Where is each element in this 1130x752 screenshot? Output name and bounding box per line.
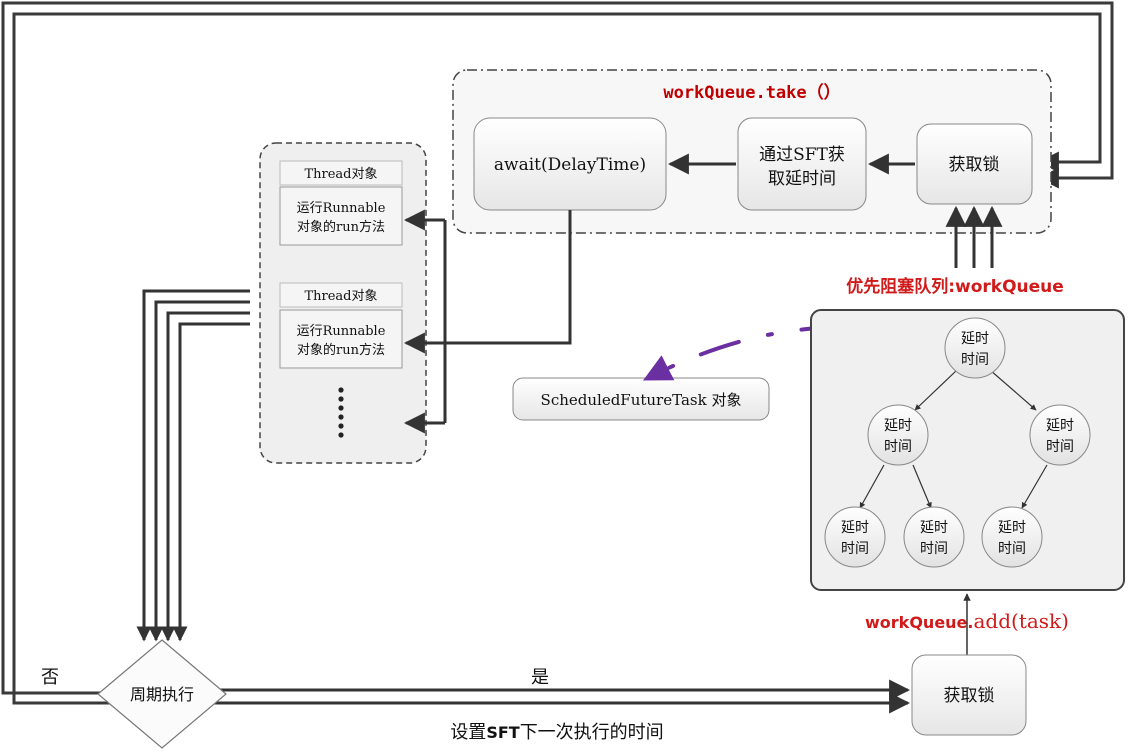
add-task-label: workQueue.add(task) <box>865 609 1069 633</box>
bottom-note-part1: 设置 <box>450 722 486 743</box>
queue-label: 优先阻塞队列:workQueue <box>846 276 1064 297</box>
scheduled-future-task-box: ScheduledFutureTask 对象 <box>512 377 770 421</box>
thread1-body-line1: 运行Runnable <box>297 201 386 216</box>
lock-bottom-label: 获取锁 <box>944 686 995 706</box>
heap-node-text: 延时 <box>998 520 1026 536</box>
heap-node-right-left: 延时 时间 <box>981 506 1043 568</box>
heap-node-text: 时间 <box>920 541 948 557</box>
thread2-body-line1: 运行Runnable <box>297 324 386 339</box>
decision-diamond: 周期执行 <box>97 639 227 749</box>
lock-top-label: 获取锁 <box>949 155 1000 175</box>
bottom-note-bold: SFT <box>486 723 519 742</box>
heap-node-text: 延时 <box>841 520 869 536</box>
await-to-threads-connector <box>403 209 572 434</box>
sft-label-line1: 通过SFT获 <box>759 145 845 165</box>
decision-yes-connector <box>210 679 911 714</box>
heap-node-text: 延时 <box>884 418 912 434</box>
heap-node-text: 延时 <box>961 331 989 347</box>
thread2-header: Thread对象 <box>304 289 377 304</box>
decision-no-label: 否 <box>41 667 59 688</box>
heap-edges <box>859 369 1048 509</box>
heap-node-right: 延时 时间 <box>1029 404 1091 466</box>
heap-node-left-right: 延时 时间 <box>903 506 965 568</box>
thread1-header: Thread对象 <box>304 167 377 182</box>
add-task-prefix: workQueue. <box>865 613 973 632</box>
heap-node-left: 延时 时间 <box>867 404 929 466</box>
heap-node-text: 时间 <box>998 541 1026 557</box>
add-task-suffix: add(task) <box>973 609 1068 633</box>
threads-to-decision-connector <box>136 289 250 642</box>
heap-node-root: 延时 时间 <box>944 317 1006 379</box>
queue-to-lock-arrows <box>945 205 1003 268</box>
bottom-note: 设置SFT下一次执行的时间 <box>450 722 663 743</box>
thread-card-2: Thread对象 运行Runnable 对象的run方法 <box>279 282 403 369</box>
heap-node-text: 时间 <box>841 541 869 557</box>
task-object-label: ScheduledFutureTask 对象 <box>541 391 742 409</box>
decision-label: 周期执行 <box>130 685 194 704</box>
heap-node-text: 时间 <box>884 439 912 455</box>
heap-node-text: 时间 <box>961 352 989 368</box>
decision-yes-label: 是 <box>531 667 549 688</box>
priority-queue-box <box>810 309 1125 591</box>
heap-node-text: 时间 <box>1046 439 1074 455</box>
bottom-note-part2: 下一次执行的时间 <box>520 722 664 743</box>
thread-card-1: Thread对象 运行Runnable 对象的run方法 <box>279 160 403 246</box>
lock-box-bottom: 获取锁 <box>911 654 1027 736</box>
heap-node-left-left: 延时 时间 <box>824 506 886 568</box>
lock-box-top: 获取锁 <box>916 123 1033 205</box>
take-title: workQueue.take（） <box>663 82 840 103</box>
sft-label-line2: 取延时间 <box>768 169 836 189</box>
await-label: await(DelayTime) <box>494 155 646 175</box>
outer-loop-connector <box>1 1 1114 705</box>
thread2-body-line2: 对象的run方法 <box>297 342 385 358</box>
thread1-body-line2: 对象的run方法 <box>297 219 385 235</box>
await-box: await(DelayTime) <box>473 117 667 211</box>
heap-node-text: 延时 <box>920 520 948 536</box>
heap-node-text: 延时 <box>1046 418 1074 434</box>
sft-box: 通过SFT获 取延时间 <box>737 117 867 211</box>
more-threads-ellipsis <box>338 387 344 438</box>
